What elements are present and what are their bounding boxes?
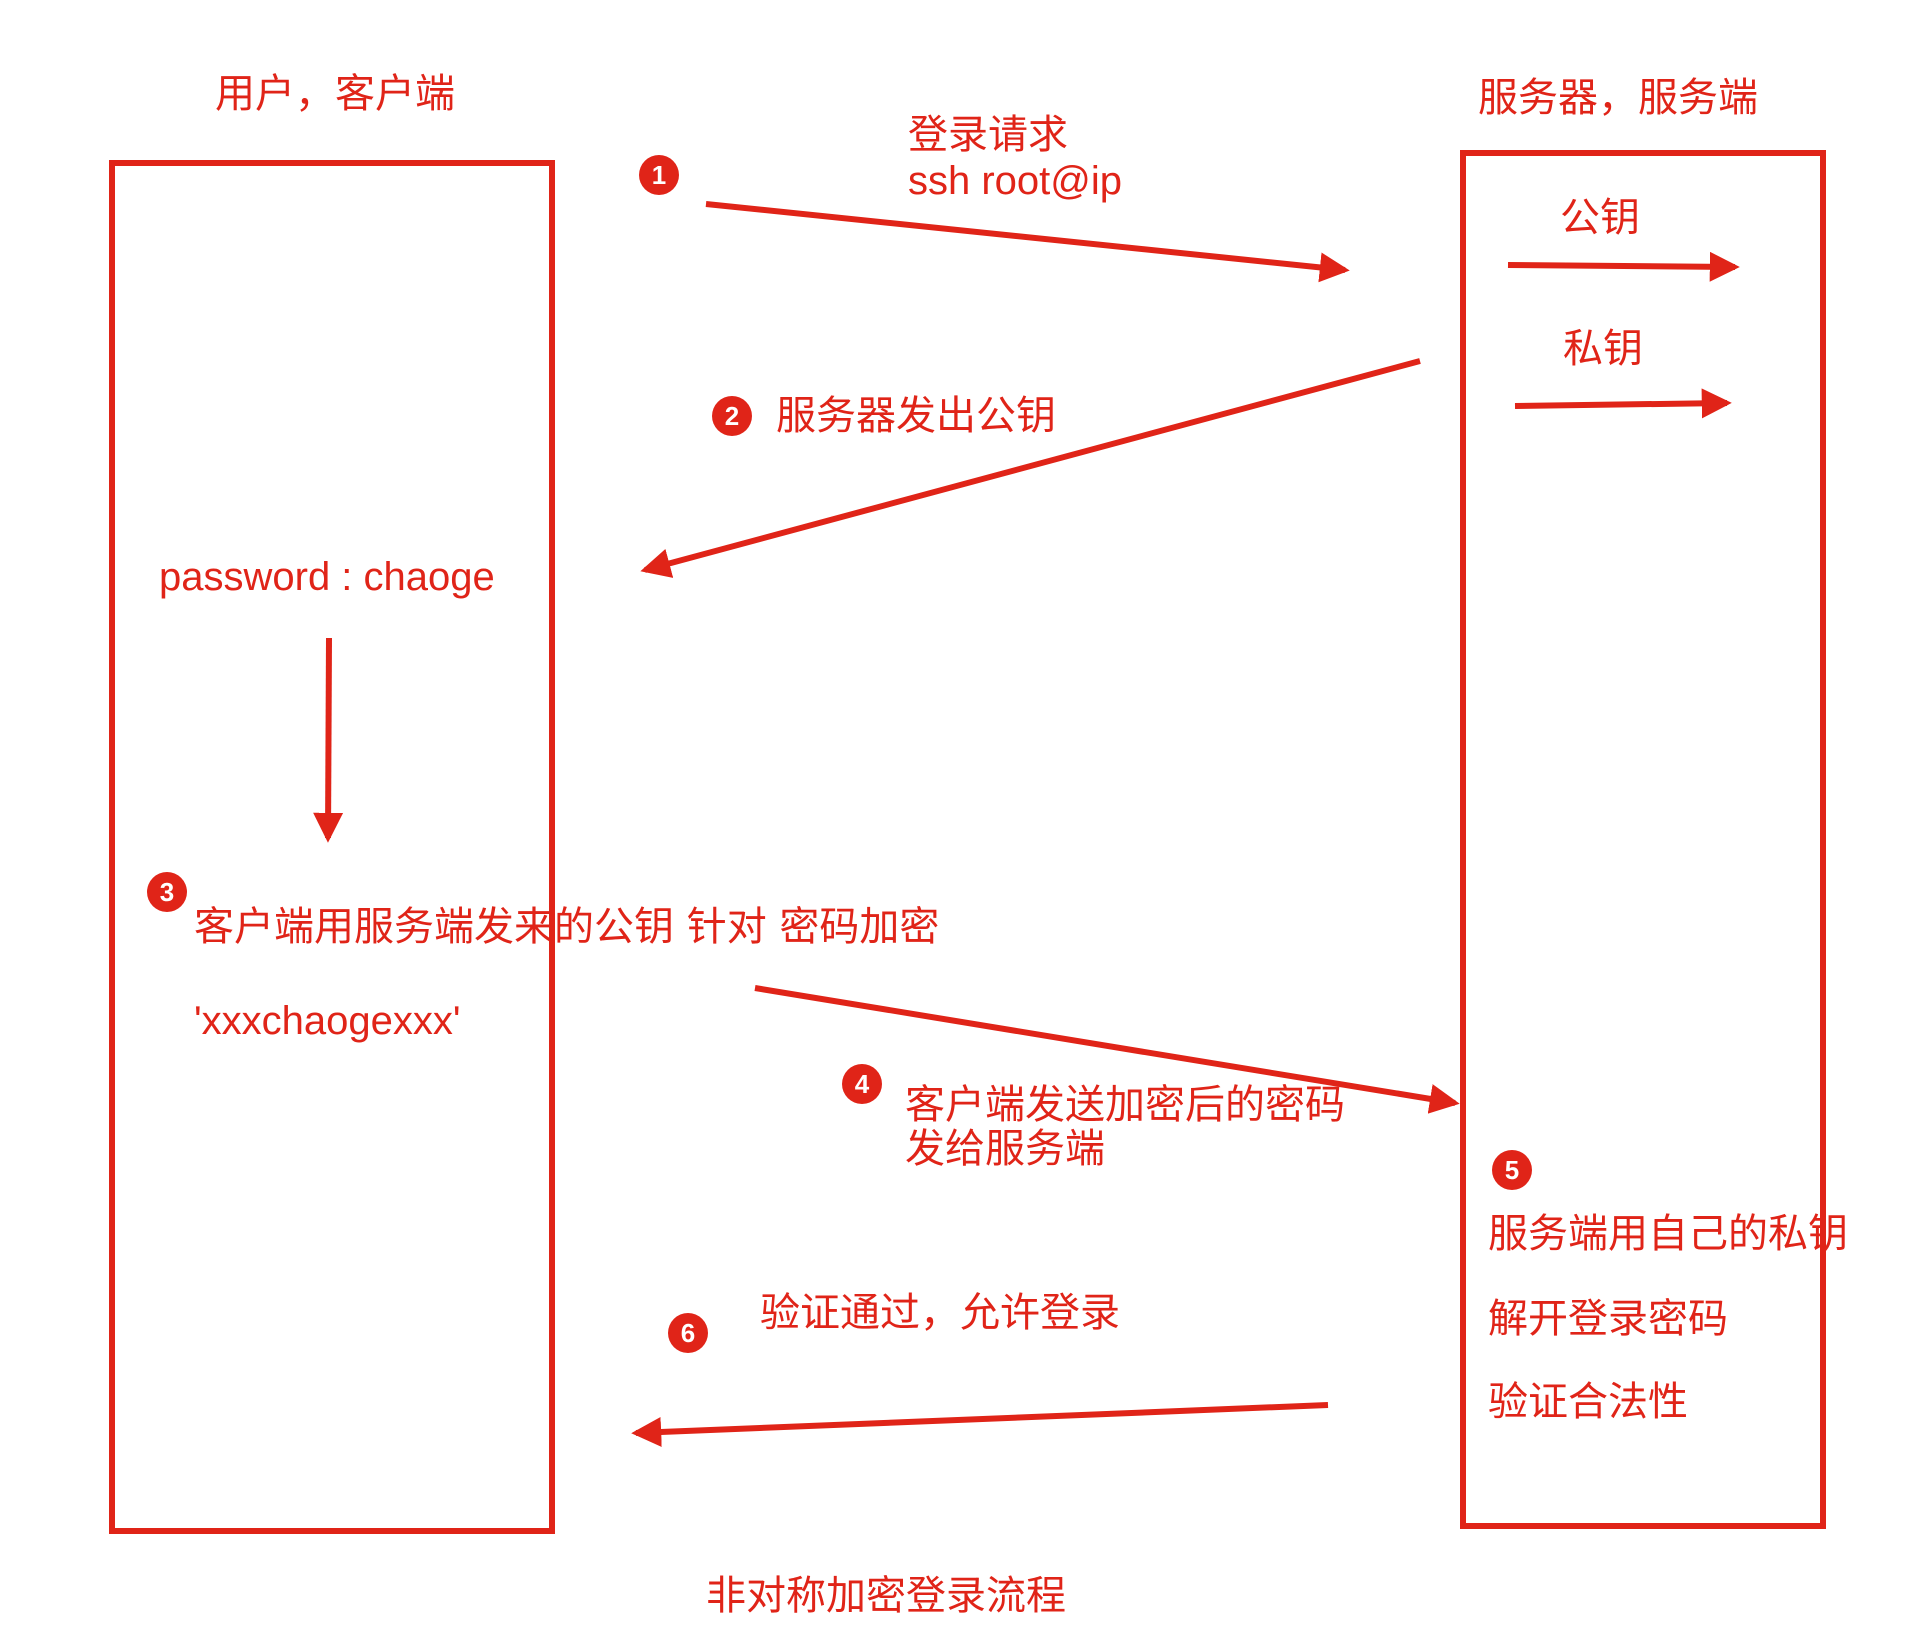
step1-label-line2: ssh root@ip: [908, 159, 1123, 203]
client-box: [109, 160, 555, 1534]
step1-label-line1: 登录请求: [908, 112, 1068, 158]
arrow-send-public-key: [640, 358, 1421, 578]
public-key-label: 公钥: [1560, 195, 1640, 241]
step2-badge: 2: [712, 396, 752, 436]
client-title: 用户，客户端: [215, 71, 455, 117]
private-key-label: 私钥: [1563, 326, 1643, 372]
password-text: password : chaoge: [159, 555, 495, 599]
step4-badge: 4: [842, 1064, 882, 1104]
step1-badge: 1: [639, 155, 679, 195]
step1-label: 登录请求 ssh root@ip: [908, 112, 1122, 204]
step5-badge: 5: [1492, 1150, 1532, 1190]
step6-label: 验证通过，允许登录: [760, 1290, 1120, 1336]
diagram-caption: 非对称加密登录流程: [706, 1573, 1066, 1619]
arrow-password-down: [313, 637, 344, 843]
step3-label: 客户端用服务端发来的公钥 针对 密码加密: [194, 904, 940, 950]
arrow-login-allowed: [631, 1402, 1329, 1447]
arrow-public-key: [1507, 251, 1740, 282]
step5-line2: 解开登录密码: [1488, 1296, 1728, 1342]
arrow-login-request: [705, 201, 1350, 283]
step3-badge: 3: [147, 872, 187, 912]
arrow-private-key: [1514, 388, 1732, 419]
server-box: [1460, 150, 1826, 1529]
server-title: 服务器，服务端: [1478, 75, 1758, 121]
step6-badge: 6: [668, 1313, 708, 1353]
step4-label-line2: 发给服务端: [905, 1126, 1105, 1172]
step2-label: 服务器发出公钥: [776, 393, 1056, 439]
step5-line1: 服务端用自己的私钥: [1488, 1211, 1848, 1257]
step4-label: 客户端发送加密后的密码 发给服务端: [905, 1083, 1345, 1171]
encrypted-value: 'xxxchaogexxx': [194, 999, 461, 1043]
arrow-send-encrypted: [754, 985, 1460, 1114]
step5-line3: 验证合法性: [1488, 1379, 1688, 1425]
step4-label-line1: 客户端发送加密后的密码: [905, 1082, 1345, 1128]
